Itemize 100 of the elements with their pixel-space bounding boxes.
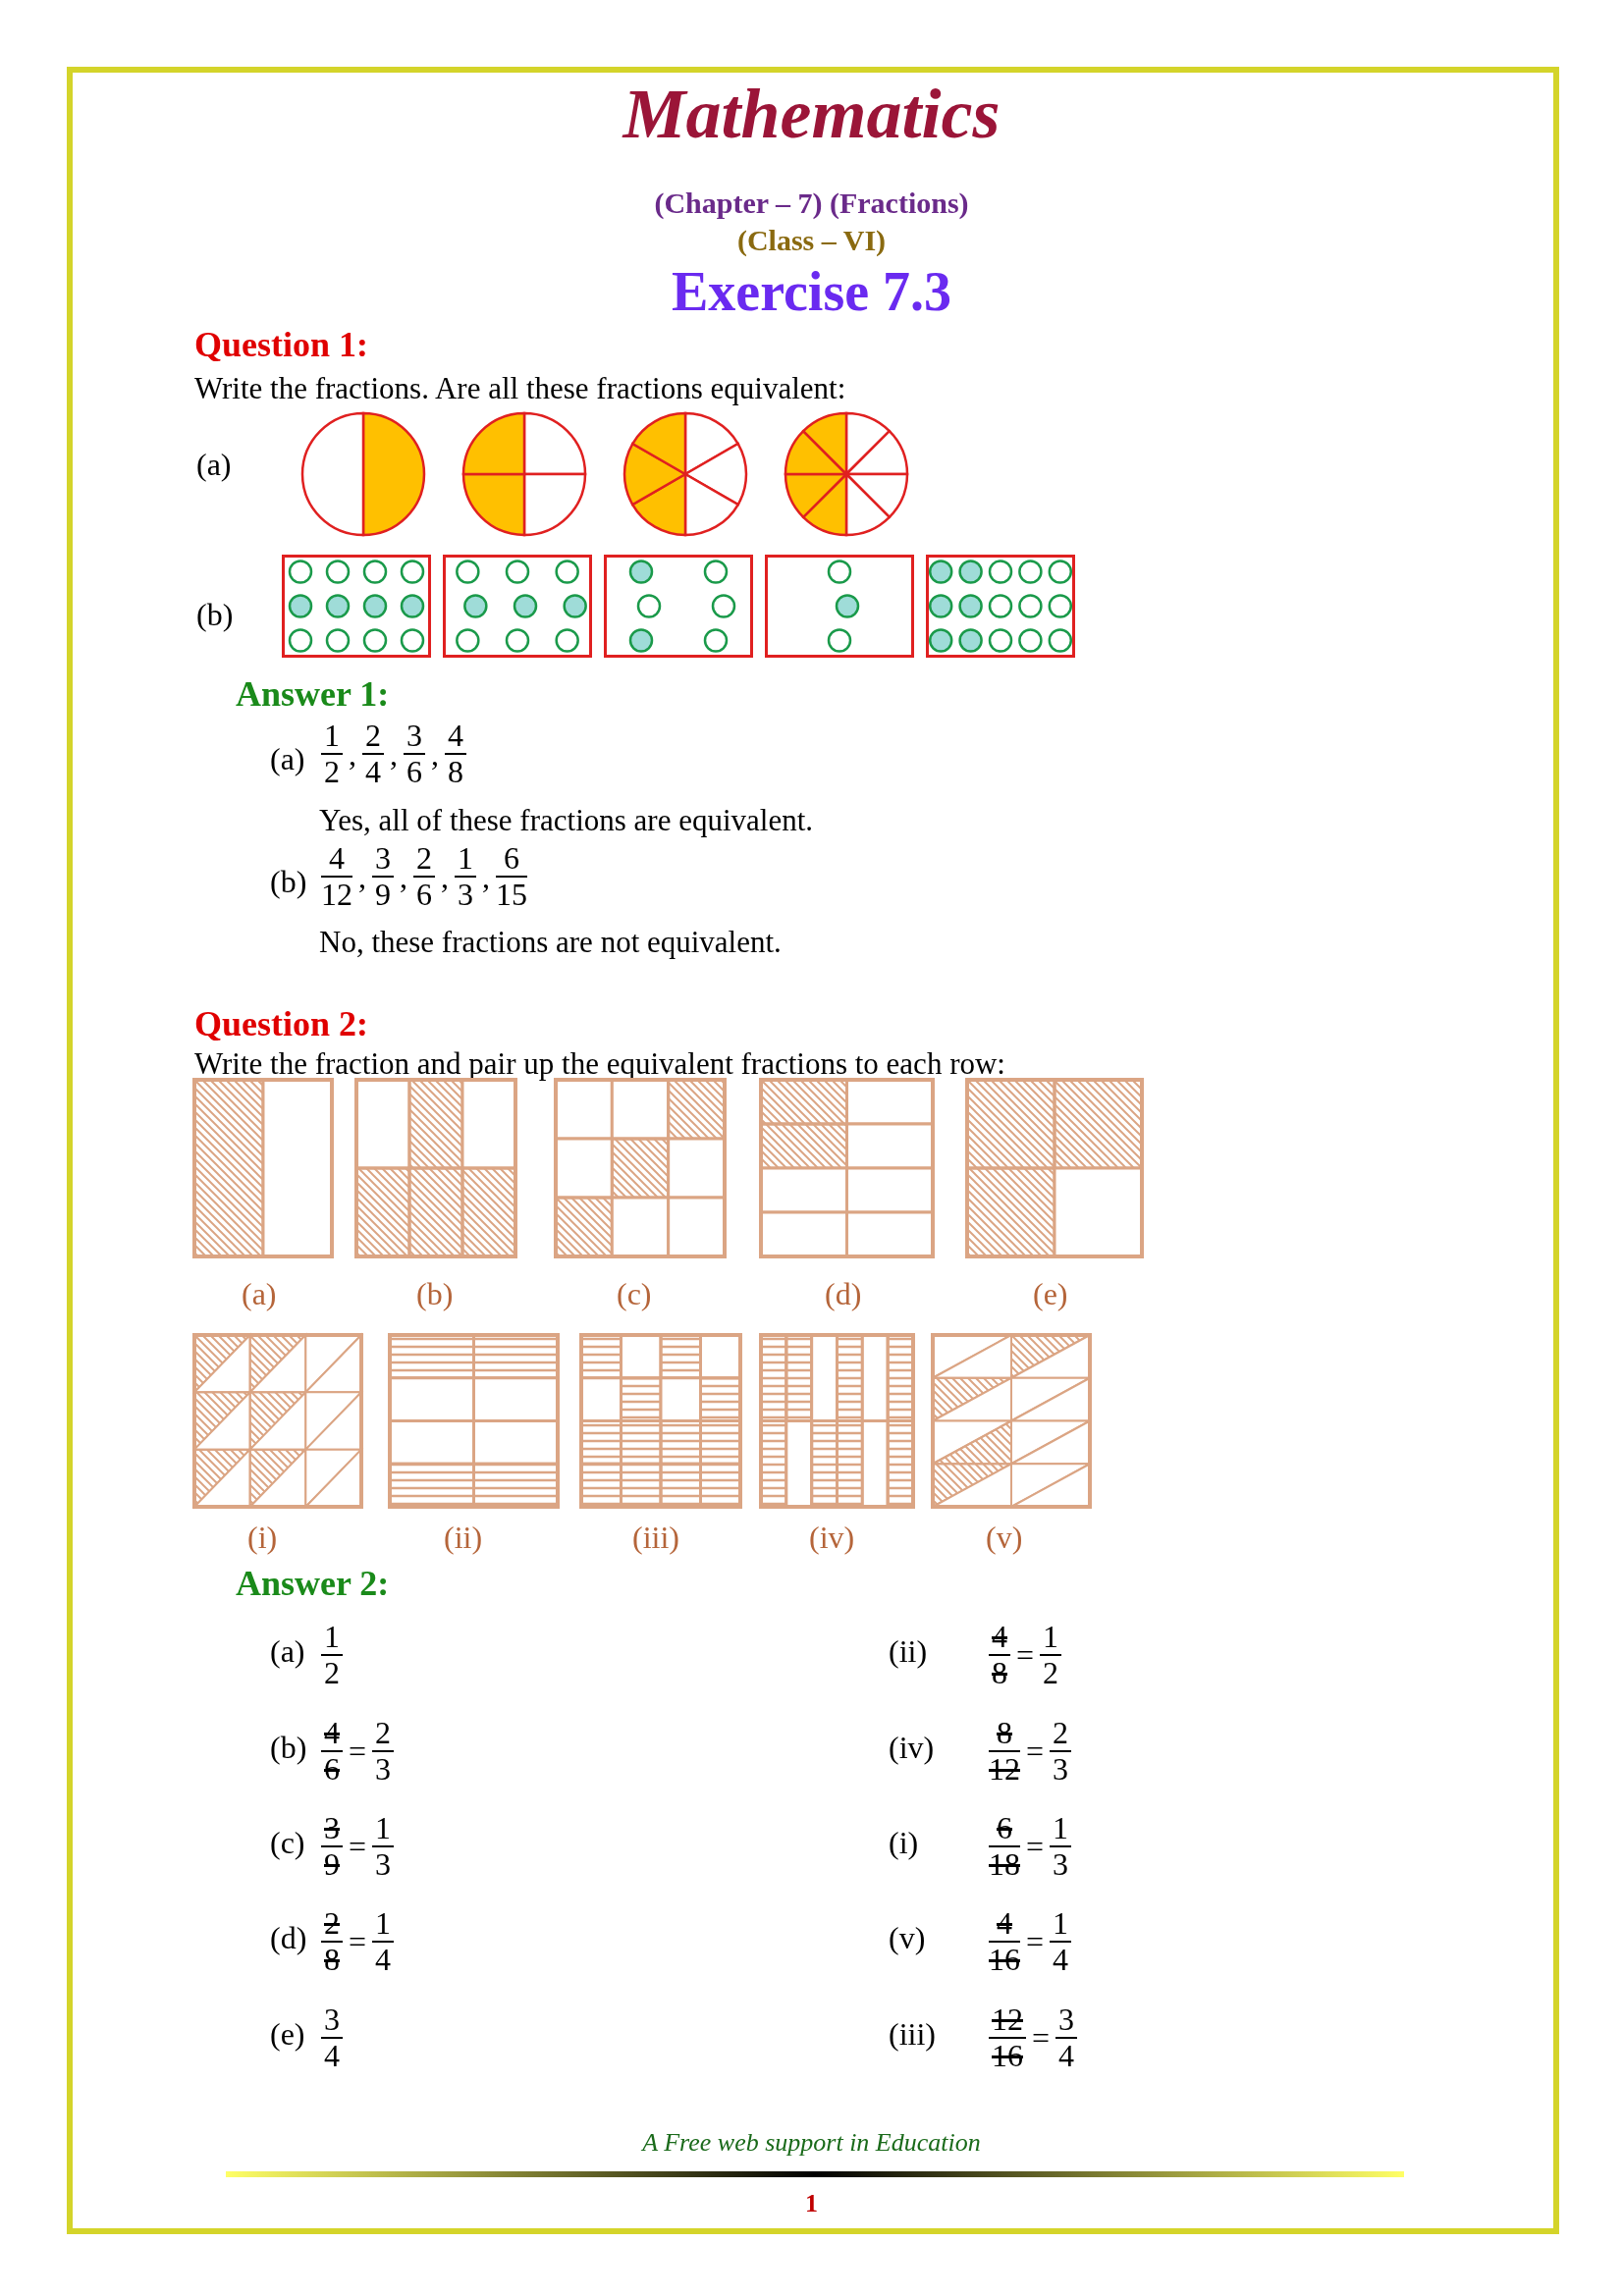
answer-text: Yes, all of these fractions are equivalent. (319, 803, 814, 838)
denominator: 4 (364, 755, 382, 790)
question-heading: Question 2: (194, 1003, 368, 1044)
chapter-heading: (Chapter – 7) (Fractions) (653, 187, 970, 220)
denominator: 4 (1052, 1943, 1070, 1978)
item-marker: (i) (889, 1825, 919, 1861)
numerator: 1 (372, 1906, 395, 1944)
operator-sign: , (482, 858, 490, 894)
numerator: 2 (362, 719, 384, 756)
denominator: 16 (989, 1943, 1020, 1978)
operator-sign: , (441, 858, 449, 894)
denominator: 3 (457, 878, 474, 913)
denominator: 9 (323, 1847, 341, 1883)
item-marker: (e) (270, 2016, 305, 2053)
numerator: 1 (1050, 1811, 1072, 1848)
operator-sign: = (1026, 1923, 1045, 1959)
numerator: 1 (321, 719, 343, 756)
denominator: 6 (323, 1752, 341, 1788)
figure-caption: (e) (1033, 1276, 1068, 1312)
numerator: 4 (445, 719, 466, 756)
question-heading: Question 1: (194, 324, 368, 365)
answer-heading: Answer 2: (236, 1563, 390, 1604)
numerator: 1 (321, 1620, 343, 1657)
figure-caption: (iv) (809, 1520, 855, 1556)
answer-heading: Answer 1: (236, 673, 390, 715)
item-marker: (ii) (889, 1633, 928, 1670)
operator-sign: , (400, 858, 407, 894)
item-marker: (d) (270, 1920, 307, 1956)
denominator: 12 (321, 878, 352, 913)
numerator: 1 (1050, 1906, 1072, 1944)
numerator: 3 (404, 719, 425, 756)
denominator: 18 (989, 1847, 1020, 1883)
numerator: 2 (1050, 1716, 1072, 1753)
operator-sign: = (1016, 1636, 1035, 1673)
numerator: 3 (372, 841, 394, 879)
item-marker: (a) (270, 741, 305, 777)
denominator: 9 (374, 878, 392, 913)
item-marker: (b) (196, 597, 234, 633)
denominator: 12 (989, 1752, 1020, 1788)
operator-sign: = (349, 1733, 367, 1769)
numerator: 1 (372, 1811, 395, 1848)
numerator: 8 (989, 1716, 1020, 1753)
numerator: 1 (1040, 1620, 1062, 1657)
item-marker: (a) (196, 447, 232, 483)
answer-text: No, these fractions are not equivalent. (319, 925, 782, 960)
figure-caption: (ii) (444, 1520, 483, 1556)
operator-sign: , (390, 735, 398, 772)
page-number: 1 (804, 2189, 819, 2218)
operator-sign: = (349, 1828, 367, 1864)
item-marker: (c) (270, 1825, 305, 1861)
numerator: 2 (413, 841, 435, 879)
figure-caption: (iii) (632, 1520, 679, 1556)
figure-caption: (i) (247, 1520, 278, 1556)
numerator: 12 (989, 2002, 1026, 2040)
denominator: 8 (991, 1656, 1008, 1691)
operator-sign: = (1026, 1828, 1045, 1864)
item-marker: (b) (270, 1730, 307, 1766)
numerator: 4 (989, 1906, 1020, 1944)
numerator: 3 (1055, 2002, 1078, 2040)
numerator: 3 (321, 1811, 343, 1848)
figure-caption: (d) (825, 1276, 862, 1312)
item-marker: (iii) (889, 2016, 936, 2053)
operator-sign: , (349, 735, 356, 772)
operator-sign: , (358, 858, 366, 894)
denominator: 4 (323, 2039, 341, 2074)
numerator: 6 (989, 1811, 1020, 1848)
figure-caption: (b) (416, 1276, 454, 1312)
numerator: 4 (989, 1620, 1010, 1657)
numerator: 3 (321, 2002, 343, 2040)
exercise-heading: Exercise 7.3 (670, 260, 953, 323)
denominator: 3 (374, 1752, 393, 1788)
denominator: 3 (374, 1847, 393, 1883)
item-marker: (a) (270, 1633, 305, 1670)
operator-sign: = (349, 1923, 367, 1959)
item-marker: (iv) (889, 1730, 935, 1766)
question-text: Write the fractions. Are all these fractions equivalent: (194, 371, 846, 406)
item-marker: (v) (889, 1920, 926, 1956)
operator-sign: , (431, 735, 439, 772)
figure-caption: (c) (617, 1276, 652, 1312)
item-marker: (b) (270, 864, 307, 900)
numerator: 6 (496, 841, 527, 879)
numerator: 2 (321, 1906, 343, 1944)
operator-sign: = (1026, 1733, 1045, 1769)
numerator: 4 (321, 841, 352, 879)
denominator: 4 (1057, 2039, 1076, 2074)
page-title: Mathematics (621, 74, 1001, 155)
denominator: 4 (374, 1943, 393, 1978)
denominator: 8 (323, 1943, 341, 1978)
numerator: 2 (372, 1716, 395, 1753)
denominator: 3 (1052, 1847, 1070, 1883)
denominator: 15 (496, 878, 527, 913)
denominator: 3 (1052, 1752, 1070, 1788)
figure-caption: (a) (242, 1276, 277, 1312)
class-heading: (Class – VI) (735, 224, 888, 257)
tagline: A Free web support in Education (640, 2128, 982, 2158)
denominator: 6 (415, 878, 433, 913)
denominator: 6 (406, 755, 423, 790)
question-text: Write the fraction and pair up the equivalent fractions to each row: (194, 1046, 1005, 1082)
denominator: 2 (323, 755, 341, 790)
operator-sign: = (1032, 2019, 1051, 2056)
